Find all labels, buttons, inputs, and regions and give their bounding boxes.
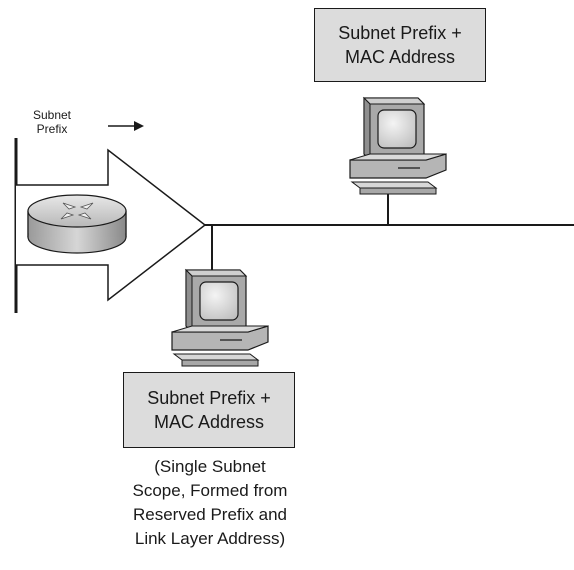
router-icon — [27, 194, 127, 254]
small-right-arrow-icon — [108, 121, 144, 131]
caption-line-3: Reserved Prefix and — [132, 505, 288, 524]
top-computer-icon — [349, 97, 447, 195]
subnet-prefix-label: Subnet Prefix — [22, 108, 82, 136]
caption-line-1: (Single Subnet — [154, 457, 266, 476]
top-address-line-2: MAC Address — [344, 47, 456, 67]
caption-line-4: Link Layer Address) — [134, 529, 286, 548]
bottom-address-line-1: Subnet Prefix + — [147, 388, 271, 408]
subnet-prefix-label-line-2: Prefix — [36, 122, 68, 136]
top-address-box: Subnet Prefix + MAC Address — [314, 8, 486, 82]
caption-line-2: Scope, Formed from — [132, 481, 288, 500]
subnet-prefix-label-line-1: Subnet — [32, 108, 72, 122]
bottom-computer-icon — [171, 269, 269, 367]
scope-caption: (Single Subnet Scope, Formed from Reserv… — [110, 455, 310, 551]
bottom-address-line-2: MAC Address — [153, 412, 265, 432]
bottom-address-box: Subnet Prefix + MAC Address — [123, 372, 295, 448]
top-address-line-1: Subnet Prefix + — [338, 23, 462, 43]
